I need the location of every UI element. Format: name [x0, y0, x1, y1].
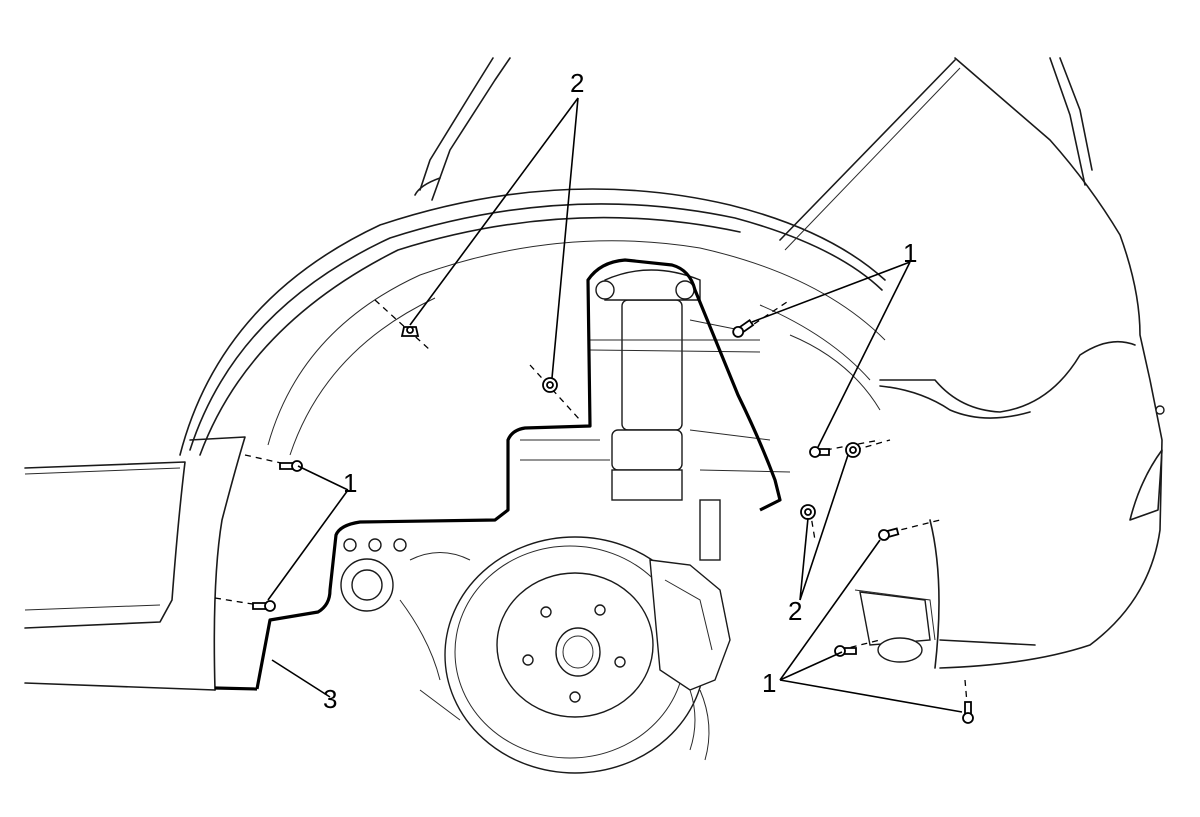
push-retainer-icon — [400, 326, 420, 337]
brake-caliper — [649, 499, 731, 761]
push-retainer-icon — [845, 442, 861, 458]
callout-1-upper-right: 1 — [903, 238, 917, 268]
callout-1-left: 1 — [343, 468, 357, 498]
push-retainer-icon — [542, 377, 558, 393]
wheelhouse-liner-outline — [255, 258, 782, 690]
screw-icon — [252, 600, 276, 612]
callout-2-top: 2 — [570, 68, 584, 98]
inner-wheelhouse — [267, 240, 886, 456]
strut-assembly — [520, 269, 791, 501]
leader-lines — [267, 97, 963, 713]
wheelhouse-liner-lower-edge — [214, 686, 258, 691]
callout-3: 3 — [323, 684, 337, 714]
callout-1-lower-right: 1 — [762, 668, 776, 698]
callout-2-lower-right: 2 — [788, 596, 802, 626]
vehicle-body — [24, 57, 1165, 691]
suspension-knuckle — [340, 538, 471, 721]
brake-rotor — [444, 536, 706, 774]
callouts: 2 1 1 2 3 1 — [323, 68, 917, 714]
fasteners — [252, 318, 974, 724]
rear-liner-section — [854, 519, 940, 669]
screw-icon — [732, 318, 755, 338]
screw-icon — [962, 701, 974, 724]
screw-icon — [279, 460, 303, 472]
screw-icon — [809, 446, 830, 458]
push-retainer-icon — [800, 504, 816, 520]
screw-icon — [878, 527, 900, 541]
